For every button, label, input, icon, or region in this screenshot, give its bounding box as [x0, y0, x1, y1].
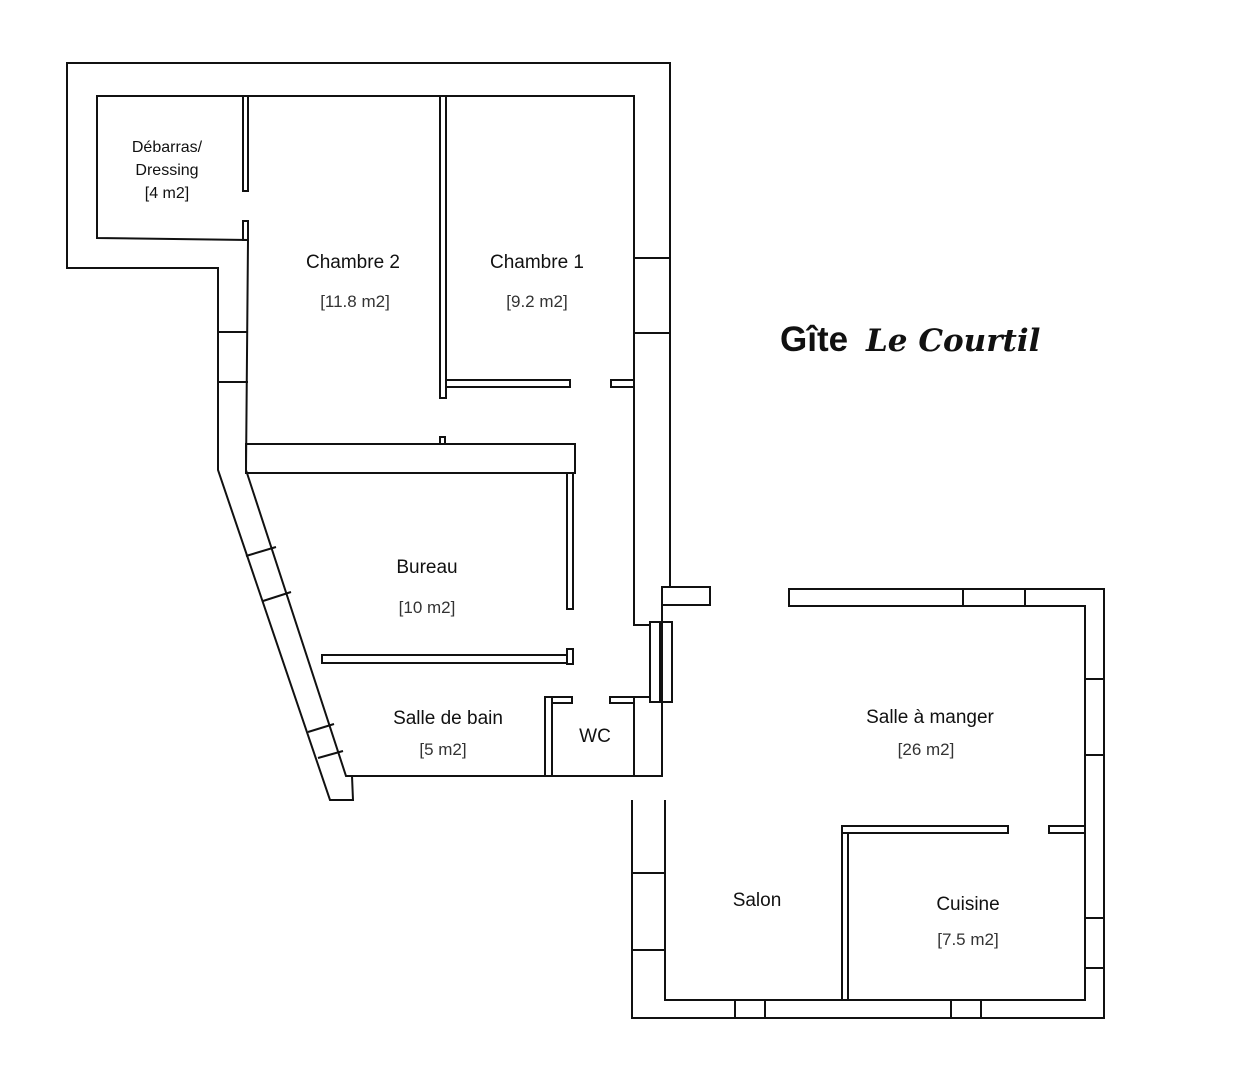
label-cuisine-area: [7.5 m2]	[937, 930, 998, 949]
partition-bureau-south	[321, 654, 568, 664]
title-script: Le Courtil	[865, 323, 1040, 359]
label-chambre2-area: [11.8 m2]	[320, 292, 390, 311]
window-diag-d	[317, 750, 344, 759]
label-salle-de-bain: Salle de bain	[393, 708, 503, 729]
window-diag-a	[245, 546, 277, 557]
label-cuisine: Cuisine	[936, 894, 999, 915]
partition-cuisine-north	[841, 825, 1009, 834]
label-debarras-line1: Débarras/	[132, 139, 203, 156]
partition-wc-top	[551, 696, 573, 704]
label-debarras-area: [4 m2]	[145, 185, 189, 202]
label-salle-de-bain-area: [5 m2]	[419, 740, 466, 759]
inner-wall-west-wing	[96, 95, 651, 777]
label-chambre2: Chambre 2	[306, 252, 400, 273]
partition-chambre1-stub	[610, 379, 635, 388]
window-diag-c	[307, 723, 335, 733]
outer-wall-east-wing	[631, 588, 1105, 1019]
partition-debarras-lower	[242, 220, 249, 241]
partition-wc-top-right	[609, 696, 635, 704]
partition-wc-west	[544, 696, 553, 777]
partition-debarras-upper	[242, 95, 249, 192]
wall-stub-entrance	[661, 586, 711, 606]
label-chambre1-area: [9.2 m2]	[506, 292, 567, 311]
wall-chambre2-bureau	[245, 443, 576, 474]
partition-chambres	[439, 95, 447, 399]
partition-peg	[439, 436, 446, 445]
partition-cuisine-west	[841, 832, 849, 1001]
label-bureau-area: [10 m2]	[399, 598, 456, 617]
label-debarras-line2: Dressing	[135, 162, 198, 179]
label-salon: Salon	[733, 890, 782, 911]
partition-bureau-south-end	[566, 648, 574, 665]
label-bureau: Bureau	[396, 557, 457, 578]
title-main: Gîte	[780, 320, 848, 359]
partition-cuisine-north-stub	[1048, 825, 1086, 834]
label-chambre1: Chambre 1	[490, 252, 584, 273]
outer-wall-west-wing	[66, 62, 671, 801]
partition-chambre1-south	[445, 379, 571, 388]
label-wc: WC	[579, 726, 611, 747]
label-salle-a-manger: Salle à manger	[866, 707, 994, 728]
label-salle-a-manger-area: [26 m2]	[898, 740, 955, 759]
window-diag-b	[262, 591, 292, 602]
title: Gîte Le Courtil	[780, 320, 1040, 359]
partition-bureau-east	[566, 472, 574, 610]
